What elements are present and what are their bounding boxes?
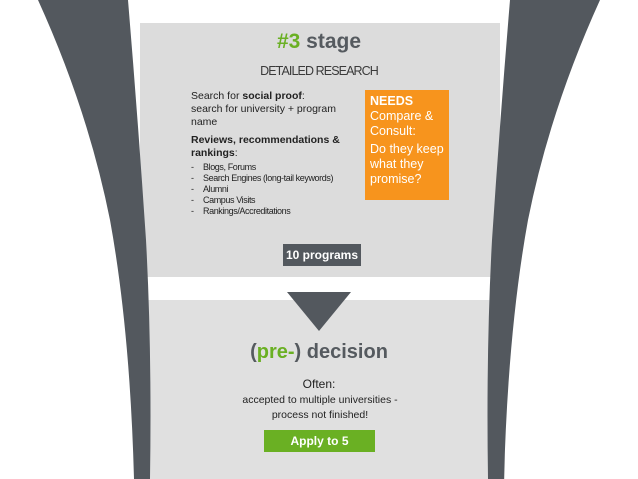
- list-item: Campus Visits: [191, 195, 351, 206]
- decision-open-paren: (: [250, 341, 257, 363]
- list-item: Search Engines (long-tail keywords): [191, 173, 351, 184]
- needs-text: Compare & Consult:: [370, 109, 434, 138]
- apply-badge: Apply to 5: [264, 430, 375, 452]
- reviews-heading: Reviews, recommendations & rankings:: [191, 134, 351, 160]
- search-line: Search for social proof:: [191, 90, 351, 103]
- needs-question: Do they keep what they promise?: [370, 142, 444, 186]
- stage-number: #3: [276, 30, 301, 53]
- search-prefix: Search for: [191, 90, 243, 102]
- decision-close-paren: ): [294, 341, 302, 363]
- arrow-shaft: [283, 244, 361, 266]
- decision-title: (pre-) decision: [0, 341, 638, 364]
- funnel-right-wall: [487, 0, 600, 479]
- search-bold: social proof: [242, 90, 302, 102]
- list-item: Blogs, Forums: [191, 162, 351, 173]
- stage-word: stage: [306, 30, 362, 53]
- funnel-left-wall: [38, 0, 151, 479]
- list-item: Rankings/Accreditations: [191, 206, 351, 217]
- needs-box: NEEDS Compare & Consult: Do they keep wh…: [365, 90, 449, 200]
- reviews-bold: Reviews, recommendations & rankings: [191, 134, 340, 159]
- needs-heading: NEEDS: [370, 94, 414, 108]
- search-detail: search for university + program name: [191, 103, 337, 128]
- search-suffix: :: [301, 90, 305, 102]
- decision-pre: pre-: [256, 341, 295, 363]
- accepted-text: accepted to multiple universities - proc…: [242, 394, 398, 421]
- research-notes: Search for social proof: search for univ…: [191, 90, 351, 217]
- reviews-suffix: :: [234, 147, 238, 159]
- stage-subtitle: DETAILED RESEARCH: [260, 64, 379, 78]
- reviews-list: Blogs, Forums Search Engines (long-tail …: [191, 162, 351, 217]
- programs-label: 10 programs: [285, 248, 359, 262]
- often-label: Often:: [302, 377, 336, 391]
- stage-title: #3 stage: [0, 30, 638, 54]
- arrow-head: [287, 292, 351, 331]
- list-item: Alumni: [191, 184, 351, 195]
- decision-word: decision: [301, 341, 388, 363]
